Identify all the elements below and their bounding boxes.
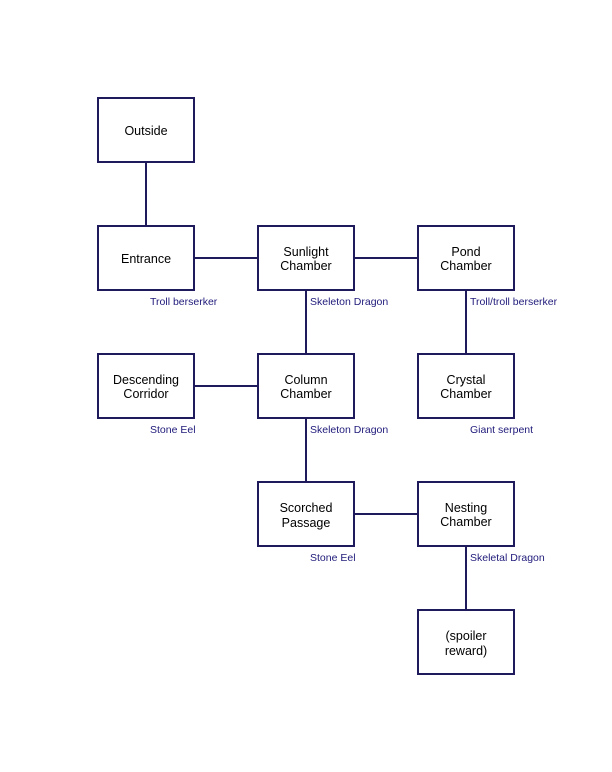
room-descending-corridor: Descending Corridor	[97, 353, 195, 419]
room-scorched-label-line1: Scorched	[280, 501, 333, 515]
room-descending-label-line1: Descending	[113, 373, 179, 387]
room-pond-chamber: Pond Chamber	[417, 225, 515, 291]
room-pond-label-line2: Chamber	[440, 259, 491, 273]
monster-pond: Troll/troll berserker	[470, 296, 558, 308]
monster-sunlight: Skeleton Dragon	[310, 296, 388, 308]
room-column-label-line2: Chamber	[280, 387, 331, 401]
room-spoiler-label-line2: reward)	[445, 644, 487, 658]
monster-descending: Stone Eel	[150, 424, 196, 436]
room-scorched-label-line2: Passage	[282, 516, 331, 530]
room-sunlight-label-line1: Sunlight	[283, 245, 329, 259]
room-nesting-label-line2: Chamber	[440, 515, 491, 529]
room-nesting-chamber: Nesting Chamber	[417, 481, 515, 547]
monster-nesting: Skeletal Dragon	[470, 552, 545, 564]
room-crystal-label-line2: Chamber	[440, 387, 491, 401]
room-outside-label: Outside	[124, 124, 167, 138]
room-crystal-chamber: Crystal Chamber	[417, 353, 515, 419]
room-spoiler-label-line1: (spoiler	[446, 629, 487, 643]
room-sunlight-label-line2: Chamber	[280, 259, 331, 273]
room-nesting-label-line1: Nesting	[445, 501, 487, 515]
connectors	[145, 162, 467, 610]
room-spoiler-reward: (spoiler reward)	[417, 609, 515, 675]
room-descending-label-line2: Corridor	[123, 387, 168, 401]
monster-entrance: Troll berserker	[150, 296, 218, 308]
monster-column: Skeleton Dragon	[310, 424, 388, 436]
monster-crystal: Giant serpent	[470, 424, 533, 436]
monster-labels: Troll berserker Skeleton Dragon Troll/tr…	[150, 296, 558, 564]
room-outside: Outside	[97, 97, 195, 163]
room-sunlight-chamber: Sunlight Chamber	[257, 225, 355, 291]
room-entrance-label: Entrance	[121, 252, 171, 266]
monster-scorched: Stone Eel	[310, 552, 356, 564]
room-scorched-passage: Scorched Passage	[257, 481, 355, 547]
room-column-label-line1: Column	[284, 373, 327, 387]
room-crystal-label-line1: Crystal	[447, 373, 486, 387]
room-pond-label-line1: Pond	[451, 245, 480, 259]
room-entrance: Entrance	[97, 225, 195, 291]
room-column-chamber: Column Chamber	[257, 353, 355, 419]
